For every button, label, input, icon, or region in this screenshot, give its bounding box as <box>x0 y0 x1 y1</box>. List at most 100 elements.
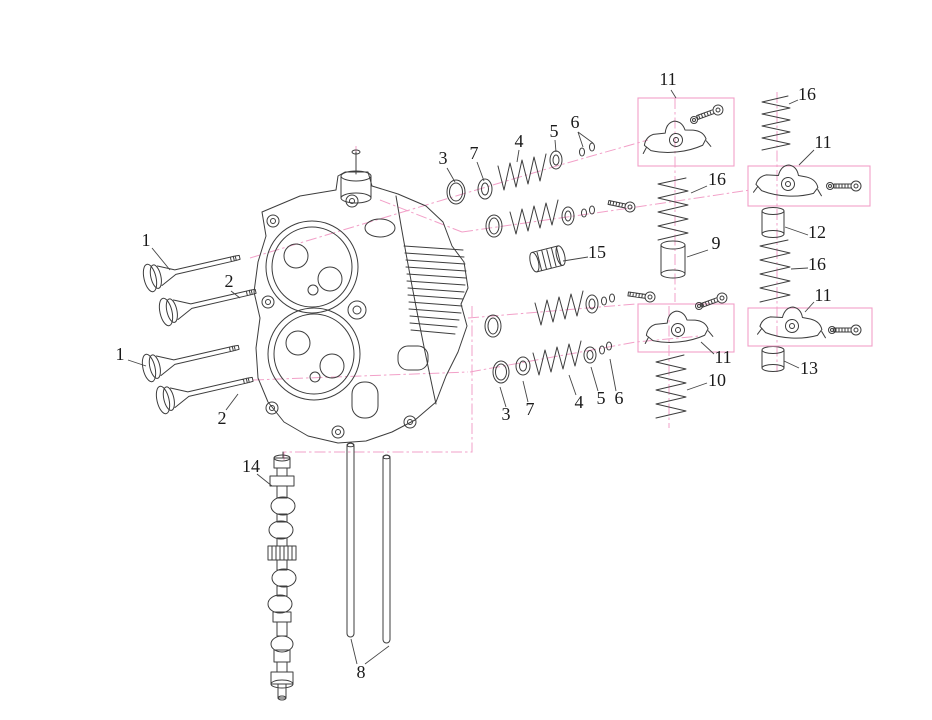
valves <box>139 243 260 416</box>
callout-label: 12 <box>808 222 826 242</box>
callout-5b: 5 <box>590 366 606 408</box>
callout-4b: 4 <box>568 374 584 412</box>
rocker-assembly-4 <box>747 304 873 347</box>
callout-2b: 2 <box>218 393 239 428</box>
callout-2a: 2 <box>225 271 241 299</box>
valve-spring-row-2 <box>485 197 637 238</box>
rocker-arm <box>756 304 828 341</box>
cylinder-head <box>253 149 469 444</box>
callout-label: 16 <box>708 169 726 189</box>
pivot-screw <box>833 324 862 336</box>
rocker-assembly-1 <box>637 97 735 167</box>
callouts: 1 2 1 2 3 7 4 5 <box>116 69 832 682</box>
pivot-screw <box>695 103 725 123</box>
valve-spring <box>532 340 582 376</box>
callout-4a: 4 <box>515 131 524 163</box>
rocker-spring-lower-left <box>655 354 687 419</box>
callout-16b: 16 <box>690 169 726 194</box>
rocker-arm <box>641 307 714 346</box>
exhaust-valve-1 <box>156 277 260 328</box>
valve-seal <box>492 360 510 384</box>
rocker-arm <box>639 117 712 156</box>
head-top-fitting <box>340 149 372 204</box>
callout-6a: 6 <box>571 112 594 148</box>
callout-label: 6 <box>571 112 580 132</box>
callout-label: 11 <box>714 347 731 367</box>
callout-6b: 6 <box>609 358 624 408</box>
callout-label: 15 <box>588 242 606 262</box>
callout-label: 6 <box>615 388 624 408</box>
rocker-assembly-3 <box>637 291 735 353</box>
adjuster-screw <box>627 288 657 304</box>
exhaust-valve-2 <box>153 365 257 416</box>
callout-5a: 5 <box>550 121 559 153</box>
callout-label: 14 <box>242 456 260 476</box>
callout-11c: 11 <box>700 341 732 367</box>
push-rod-2 <box>382 454 391 644</box>
callout-16a: 16 <box>788 84 816 105</box>
callout-10: 10 <box>686 370 726 391</box>
spacer-12 <box>761 207 785 238</box>
rocker-spring-top-right <box>761 95 791 151</box>
spring-seat-washer <box>477 178 493 200</box>
callout-label: 2 <box>225 271 234 291</box>
callout-label: 11 <box>814 132 831 152</box>
callout-13: 13 <box>783 358 818 378</box>
callout-7a: 7 <box>470 143 485 182</box>
callout-16c: 16 <box>790 254 826 274</box>
camshaft <box>267 451 297 701</box>
spring-retainer <box>583 346 597 364</box>
callout-label: 8 <box>357 662 366 682</box>
callout-label: 11 <box>814 285 831 305</box>
callout-label: 5 <box>597 388 606 408</box>
lifter-9 <box>660 240 686 279</box>
pivot-screw <box>699 291 729 311</box>
centerlines <box>249 92 778 460</box>
callout-8: 8 <box>350 638 390 682</box>
valve-seal <box>446 179 466 205</box>
callout-14: 14 <box>242 456 273 487</box>
callout-label: 2 <box>218 408 227 428</box>
callout-label: 11 <box>659 69 676 89</box>
intake-valve-2 <box>139 333 243 384</box>
callout-label: 16 <box>808 254 826 274</box>
callout-11d: 11 <box>804 285 832 313</box>
rocker-arm <box>752 162 824 199</box>
callout-label: 5 <box>550 121 559 141</box>
callout-11a: 11 <box>659 69 677 99</box>
rocker-spring-upper-left <box>657 177 689 241</box>
bolt-holes <box>261 194 417 439</box>
callout-label: 9 <box>712 233 721 253</box>
callout-15: 15 <box>562 242 606 262</box>
callout-9: 9 <box>686 233 721 258</box>
callout-label: 16 <box>798 84 816 104</box>
push-rod-1 <box>346 442 355 638</box>
spring-seat-washer <box>515 356 531 376</box>
callout-label: 4 <box>515 131 524 151</box>
callout-label: 7 <box>526 399 535 419</box>
callout-label: 10 <box>708 370 726 390</box>
tappet <box>529 245 566 273</box>
valve-keepers <box>599 341 612 355</box>
callout-1a: 1 <box>142 230 171 271</box>
rocker-assembly-2 <box>747 162 871 207</box>
rocker-spring-mid-right <box>759 239 791 303</box>
callout-11b: 11 <box>798 132 832 166</box>
callout-label: 7 <box>470 143 479 163</box>
callout-label: 4 <box>575 392 584 412</box>
camshaft-gear <box>267 545 297 561</box>
valve-spring-row-3 <box>484 288 657 338</box>
callout-3a: 3 <box>439 148 456 183</box>
callout-1b: 1 <box>116 344 147 367</box>
valve-spring-row-4 <box>492 340 612 384</box>
callout-label: 3 <box>439 148 448 168</box>
callout-label: 13 <box>800 358 818 378</box>
pivot-screw <box>833 180 862 192</box>
spacer-13 <box>761 346 785 372</box>
callout-label: 1 <box>142 230 151 250</box>
callout-label: 3 <box>502 404 511 424</box>
callout-3b: 3 <box>499 386 511 424</box>
valve-keepers <box>579 142 595 157</box>
